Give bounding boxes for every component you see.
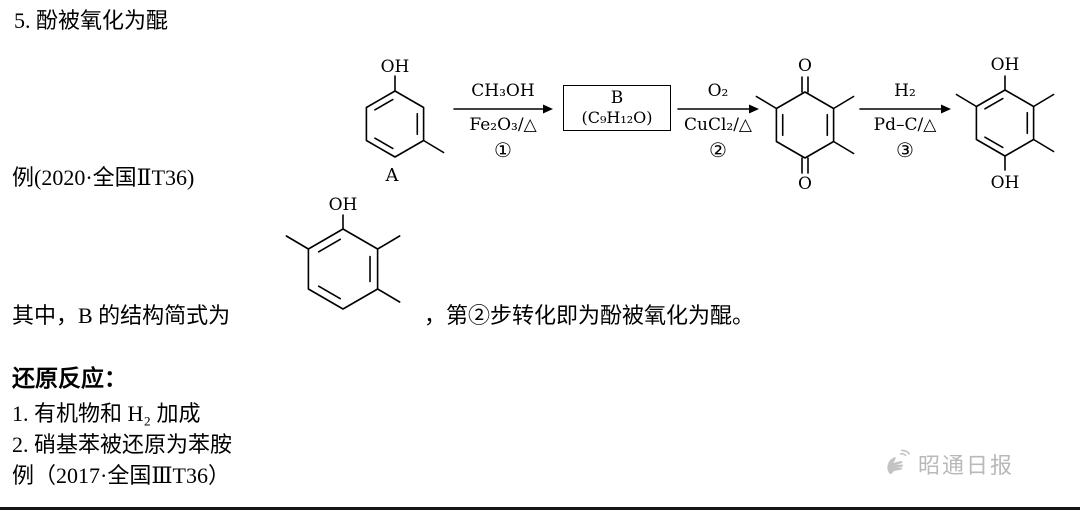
product-oh-top-label: OH <box>991 55 1020 75</box>
arrow-right-icon <box>859 104 951 114</box>
structure-trimethylquinone: O O <box>755 56 855 194</box>
reduction-item-1: 1. 有机物和 H₂ 加成 <box>12 401 201 426</box>
arrow-right-icon <box>677 104 759 114</box>
reaction-step-3: H₂ Pd–C/△ ③ <box>858 81 952 163</box>
quinone-o-bottom-label: O <box>798 174 812 194</box>
step1-circled-number: ① <box>494 138 512 163</box>
step1-reagent-above: CH₃OH <box>471 81 535 101</box>
step2-reagent-above: O₂ <box>707 81 729 101</box>
step1-reagent-below: Fe₂O₃/△ <box>469 114 537 135</box>
step3-reagent-above: H₂ <box>894 81 916 101</box>
zhaotong-daily-logo-icon <box>887 449 911 474</box>
arrow-right-icon <box>453 104 553 114</box>
bottom-divider-line <box>0 507 1080 510</box>
product-oh-bottom-label: OH <box>991 173 1020 193</box>
structure-trimethylhydroquinone: OH OH <box>955 55 1055 193</box>
structure-b-oh-label: OH <box>329 195 358 215</box>
step3-reagent-below: Pd–C/△ <box>873 114 937 135</box>
structure-a-name: A <box>385 165 400 186</box>
example-2020-label: 例(2020·全国ⅡT36) <box>12 165 195 190</box>
example-2017-label: 例（2017·全国ⅢT36） <box>12 463 230 488</box>
structure-a-methylphenol: OH A <box>365 57 445 186</box>
mid-sentence-left: 其中，B 的结构简式为 <box>12 303 231 328</box>
compound-b-box: B (C₉H₁₂O) <box>563 85 671 131</box>
compound-b-formula: (C₉H₁₂O) <box>581 107 653 127</box>
quinone-o-top-label: O <box>798 56 812 76</box>
reduction-item-2: 2. 硝基苯被还原为苯胺 <box>12 432 233 457</box>
step2-reagent-below: CuCl₂/△ <box>683 114 753 135</box>
step3-circled-number: ③ <box>896 138 914 163</box>
watermark: 昭通日报 <box>882 448 1014 480</box>
reduction-heading: 还原反应： <box>12 366 127 391</box>
compound-b-letter: B <box>610 88 624 109</box>
mid-sentence-right: ，第②步转化即为酚被氧化为醌。 <box>424 303 755 328</box>
section-title: 5. 酚被氧化为醌 <box>14 8 169 33</box>
structure-b-trimethylphenol: OH <box>285 195 401 310</box>
step2-circled-number: ② <box>709 138 727 163</box>
structure-a-oh-label: OH <box>381 57 410 77</box>
watermark-text: 昭通日报 <box>918 453 1015 478</box>
reaction-step-2: O₂ CuCl₂/△ ② <box>676 81 760 163</box>
reaction-step-1: CH₃OH Fe₂O₃/△ ① <box>452 81 554 163</box>
